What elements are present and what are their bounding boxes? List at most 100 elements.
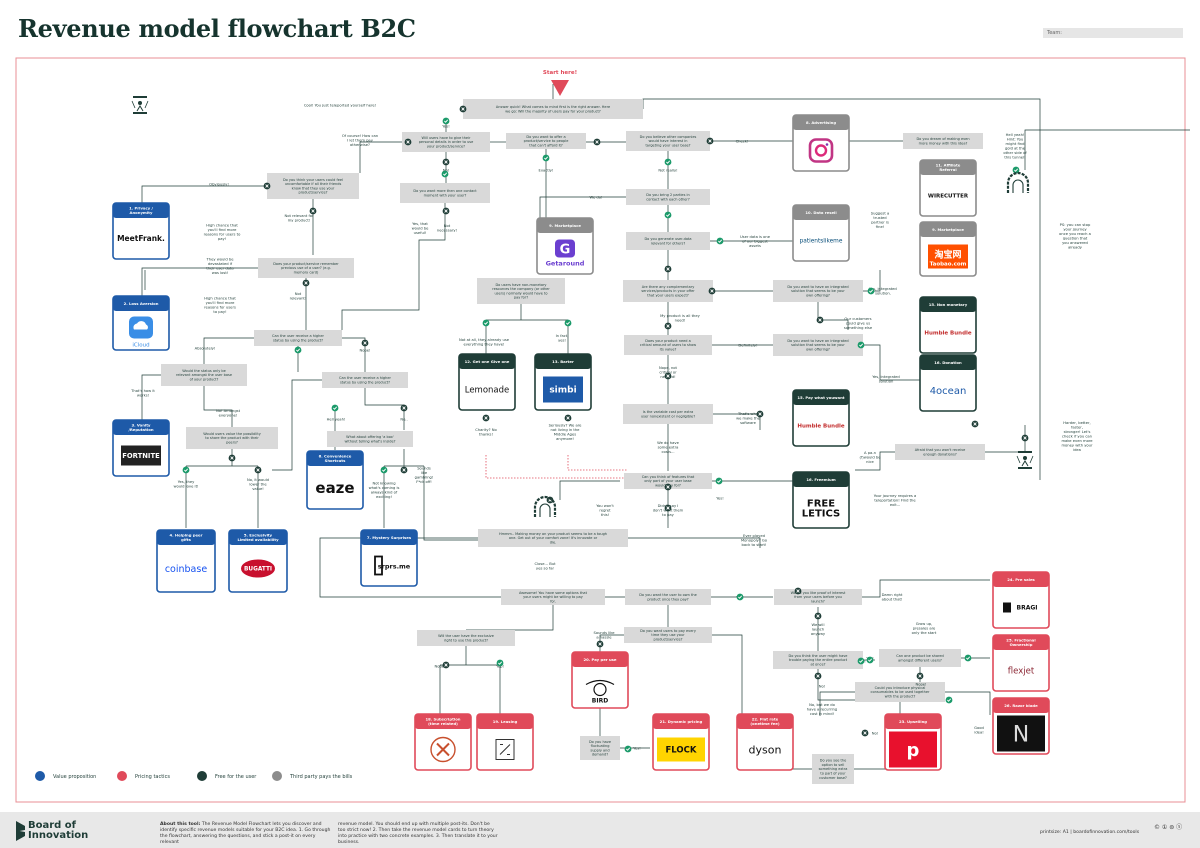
card-title: 24. Pre sales	[1007, 577, 1035, 582]
annotation-text: Yes!	[442, 124, 449, 128]
teleporter-icon	[131, 100, 149, 109]
dotted-connector	[485, 455, 628, 479]
teleporter-icon	[1016, 451, 1034, 469]
connector-line	[862, 579, 990, 598]
question-box	[773, 651, 863, 669]
bugatti-icon	[241, 559, 275, 578]
no-cross-icon	[595, 140, 599, 144]
revenue-model-card: 22. Flat rate(onetime fee)dyson	[736, 713, 794, 771]
card-header	[535, 354, 591, 369]
card-title: 12. Get one Give one	[465, 359, 510, 364]
annotation-text: Nope!	[359, 348, 370, 352]
yes-check-icon	[1012, 166, 1020, 174]
card-header	[157, 530, 215, 545]
getaround-icon: G	[560, 243, 571, 258]
yes-check-icon	[857, 657, 865, 665]
yes-check-icon	[869, 289, 874, 293]
no-cross-icon	[406, 140, 410, 144]
legend-label: Third party pays the bills	[289, 774, 353, 780]
annotation-text: Exactly!	[539, 168, 554, 172]
tunnel-icon	[1006, 171, 1030, 193]
yes-check-icon	[564, 319, 572, 327]
card-title: 13. Barter	[552, 359, 574, 364]
no-cross-icon	[230, 456, 234, 460]
upselling-bg	[889, 731, 937, 768]
tunnel-icon	[539, 503, 551, 517]
question-box	[402, 132, 490, 152]
yes-check-icon	[738, 595, 743, 599]
team-field[interactable]: Team:	[1043, 28, 1183, 38]
connector-line	[1024, 129, 1190, 170]
annotation-text: Check!	[736, 139, 749, 143]
yes-check-icon	[482, 319, 490, 327]
yes-check-icon	[542, 154, 550, 162]
logo-text: p	[907, 740, 920, 761]
no-cross-icon	[304, 281, 308, 285]
question-box	[258, 258, 354, 278]
card-title: 23. Upselling	[899, 719, 927, 724]
yes-check-icon	[718, 239, 723, 243]
logo-text: LETICS	[802, 509, 840, 520]
tunnel-icon	[1012, 179, 1024, 193]
logo-text: Humble Bundle	[797, 423, 845, 429]
question-text: Hmmm.. Making money on your product seem…	[499, 532, 607, 545]
question-box	[624, 627, 712, 643]
teleporter-icon	[133, 112, 147, 114]
connector-line	[141, 374, 161, 420]
instagram-icon	[808, 138, 834, 163]
logo-text: WIRECUTTER	[928, 193, 969, 199]
revenue-model-card: 18. Subscription(time related)	[414, 713, 472, 771]
card-header	[537, 218, 593, 233]
no-cross-icon	[666, 485, 670, 489]
question-box	[322, 372, 408, 388]
yes-check-icon	[867, 287, 875, 295]
connector-line	[364, 388, 405, 430]
revenue-model-card: 19. Leasing	[476, 713, 534, 771]
card-header	[920, 355, 976, 370]
question-box	[624, 335, 712, 355]
about-text: About this tool: The Revenue Model Flowc…	[160, 822, 331, 845]
teleporter-icon	[1016, 455, 1034, 464]
card-title: 3. Vanity/Reputation	[128, 423, 153, 433]
question-box	[478, 529, 628, 547]
no-cross-icon	[1023, 436, 1027, 440]
no-cross-icon	[816, 614, 820, 618]
card-header	[993, 635, 1049, 650]
annotation-text: Absolutely!	[195, 346, 216, 350]
question-box	[327, 431, 413, 447]
card-title: 9. Marketplace	[932, 227, 964, 232]
yes-check-icon	[859, 659, 864, 663]
logo-text: dyson	[749, 743, 782, 756]
no-cross-icon	[796, 589, 800, 593]
logo-text: BRAGI	[1017, 605, 1038, 612]
logo-text: coinbase	[165, 564, 207, 575]
no-cross-icon	[818, 318, 822, 322]
start-label: Start here!	[543, 70, 577, 76]
